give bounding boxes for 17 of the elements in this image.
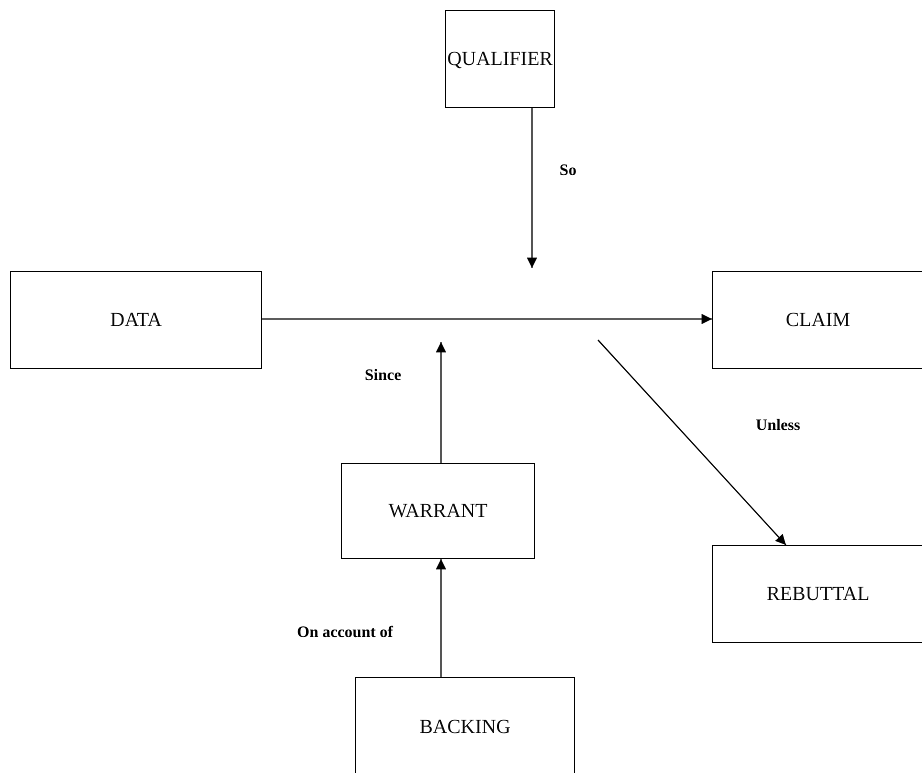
concept-box [445, 10, 555, 108]
concept-box [355, 677, 575, 773]
box-label: BACKING [419, 716, 511, 738]
concept-box [712, 271, 922, 369]
concept-box [712, 545, 922, 643]
concept-box [10, 271, 262, 369]
box-label: WARRANT [388, 500, 488, 522]
arrow [436, 559, 446, 677]
box-label: QUALIFIER [447, 48, 553, 70]
box-label: CLAIM [786, 308, 850, 332]
concept-box [341, 463, 535, 559]
arrow [436, 342, 446, 463]
arrow [262, 314, 712, 324]
box-label: REBUTTAL [766, 582, 870, 606]
arrow [526, 108, 538, 268]
arrow [598, 340, 786, 546]
box-label: DATA [110, 308, 162, 332]
